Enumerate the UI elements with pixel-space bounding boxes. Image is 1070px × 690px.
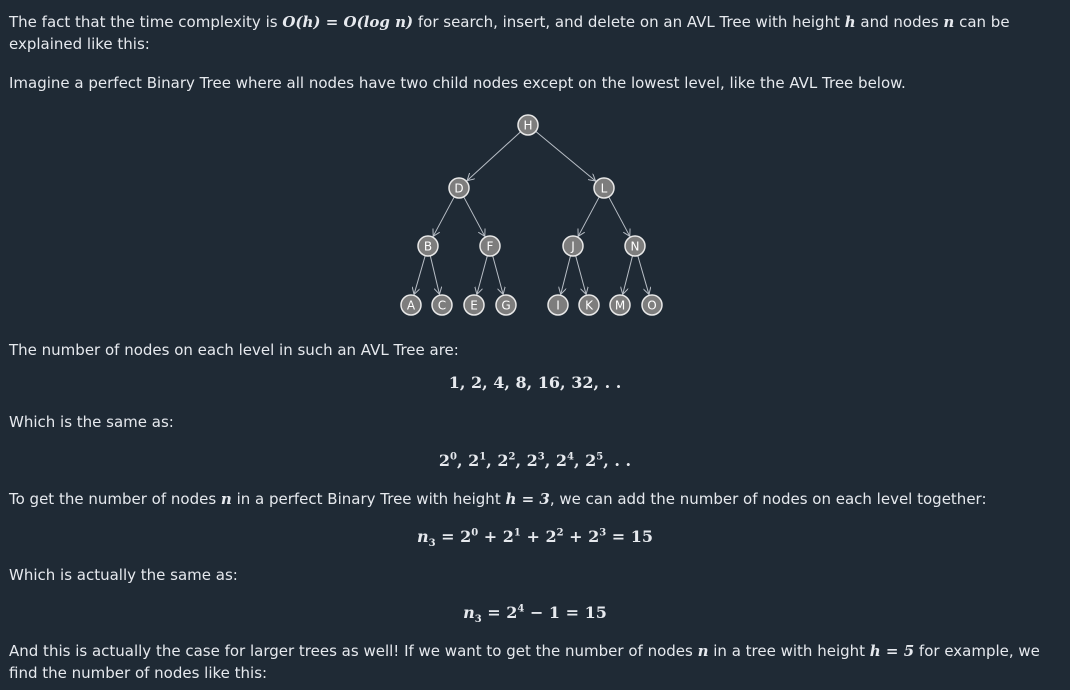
larger-n-var: n — [697, 642, 709, 660]
tree-node-label: I — [556, 299, 560, 313]
tree-node-label: H — [523, 119, 532, 133]
powers-formula: 20, 21, 22, 23, 24, 25, . . — [0, 451, 1070, 470]
power-term: 20 — [438, 451, 457, 470]
larger-trees-paragraph: And this is actually the case for larger… — [9, 640, 1058, 684]
power-term: 25 — [585, 451, 604, 470]
tree-edge-D-F — [463, 196, 485, 236]
sum-lhs: n — [416, 527, 429, 546]
tree-node-label: D — [454, 182, 463, 196]
tree-node-label: J — [570, 240, 575, 254]
same-as-paragraph: Which is the same as: — [9, 413, 174, 431]
sum-term: 22 — [545, 527, 564, 546]
tree-edge-J-K — [575, 255, 587, 295]
tree-node-B: B — [417, 235, 439, 257]
closed-sub: 3 — [474, 614, 482, 626]
tree-edge-L-N — [608, 196, 630, 236]
levels-paragraph: The number of nodes on each level in suc… — [9, 341, 459, 359]
tree-node-label: E — [470, 299, 478, 313]
tree-node-label: C — [438, 299, 446, 313]
tree-node-label: K — [585, 299, 594, 313]
sum-text-1: To get the number of nodes — [9, 490, 221, 508]
tree-node-A: A — [400, 294, 422, 316]
tree-edge-L-J — [578, 196, 600, 236]
intro-text-1: The fact that the time complexity is — [9, 13, 283, 31]
intro-text-3: and nodes — [855, 13, 944, 31]
sum-term: 20 — [460, 527, 479, 546]
tree-node-F: F — [479, 235, 501, 257]
tree-edge-B-A — [414, 255, 426, 295]
tree-edge-H-D — [467, 131, 521, 181]
closed-rest: − 1 = 15 — [529, 603, 607, 622]
tree-nodes: H D L B F J N A C E G I K M O — [400, 114, 663, 316]
tree-node-D: D — [448, 177, 470, 199]
intro-text-2: for search, insert, and delete on an AVL… — [413, 13, 845, 31]
tree-node-label: M — [615, 299, 625, 313]
larger-height-expr: h = 5 — [869, 642, 915, 660]
tree-edge-B-C — [429, 255, 439, 295]
closed-exp: 4 — [517, 603, 525, 615]
tree-node-H: H — [517, 114, 539, 136]
tree-edge-J-I — [561, 255, 572, 295]
power-term: 22 — [497, 451, 516, 470]
power-term: 21 — [468, 451, 487, 470]
powers-tail: , . . — [603, 451, 632, 470]
tree-edge-N-M — [623, 255, 634, 295]
closed-lhs: n — [463, 603, 475, 622]
tree-node-L: L — [593, 177, 615, 199]
tree-edge-D-B — [433, 196, 455, 236]
power-term: 23 — [526, 451, 545, 470]
sum-terms: 20 + 21 + 22 + 23 — [460, 527, 607, 546]
levels-formula: 1, 2, 4, 8, 16, 32, . . — [448, 373, 622, 392]
tree-node-label: F — [487, 240, 494, 254]
nodes-var: n — [943, 13, 955, 31]
imagine-paragraph: Imagine a perfect Binary Tree where all … — [9, 74, 906, 92]
tree-node-label: B — [424, 240, 432, 254]
tree-edge-H-L — [535, 130, 596, 181]
tree-node-K: K — [578, 294, 600, 316]
sum-text-3: , we can add the number of nodes on each… — [549, 490, 987, 508]
sum-term: 23 — [588, 527, 607, 546]
tree-node-J: J — [562, 235, 584, 257]
avl-tree-diagram: H D L B F J N A C E G I K M O — [400, 114, 663, 316]
complexity-formula: O(h) = O(log n) — [282, 13, 414, 31]
sum-formula: n3 = 20 + 21 + 22 + 23 = 15 — [416, 527, 654, 550]
sum-n-var: n — [220, 490, 232, 508]
tree-node-E: E — [463, 294, 485, 316]
powers-sequence: 20, 21, 22, 23, 24, 25 — [438, 451, 604, 470]
actually-same-paragraph: Which is actually the same as: — [9, 566, 238, 584]
closed-formula: n3 = 24 − 1 = 15 — [463, 603, 607, 626]
larger-text-2: in a tree with height — [708, 642, 870, 660]
sum-text-2: in a perfect Binary Tree with height — [231, 490, 506, 508]
sum-term: 21 — [502, 527, 521, 546]
tree-node-M: M — [609, 294, 631, 316]
tree-node-label: A — [407, 299, 416, 313]
tree-edge-N-O — [637, 255, 649, 295]
tree-node-label: N — [631, 240, 640, 254]
sum-sub: 3 — [428, 538, 436, 550]
tree-edges — [414, 130, 649, 295]
height-var: h — [844, 13, 856, 31]
larger-text-3: for example, we find the number of nodes… — [9, 642, 1040, 682]
sum-explanation-paragraph: To get the number of nodes n in a perfec… — [9, 488, 1058, 510]
tree-node-label: G — [501, 299, 510, 313]
tree-edge-F-E — [477, 255, 488, 295]
sum-result: = 15 — [611, 527, 654, 546]
larger-text-1: And this is actually the case for larger… — [9, 642, 698, 660]
power-term: 24 — [555, 451, 574, 470]
tree-node-C: C — [431, 294, 453, 316]
intro-paragraph: The fact that the time complexity is O(h… — [9, 11, 1058, 55]
tree-edge-F-G — [492, 255, 504, 295]
tree-node-label: L — [601, 182, 608, 196]
intro-text-4: can be explained like this: — [9, 13, 1010, 53]
tree-node-I: I — [547, 294, 569, 316]
tree-node-N: N — [624, 235, 646, 257]
tree-node-G: G — [495, 294, 517, 316]
tree-node-label: O — [647, 299, 656, 313]
sum-height-expr: h = 3 — [505, 490, 550, 508]
tree-node-O: O — [641, 294, 663, 316]
